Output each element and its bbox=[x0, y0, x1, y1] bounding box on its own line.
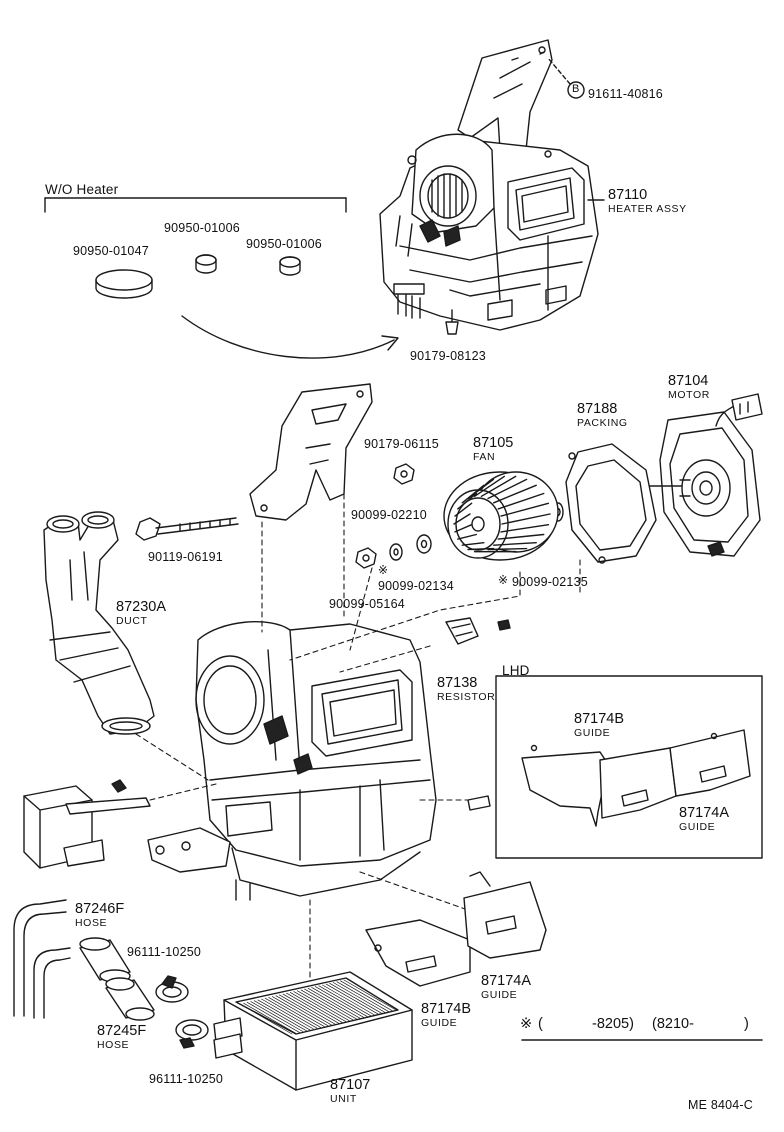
footer-code: ME 8404-C bbox=[688, 1098, 754, 1112]
star-symbol-1: ※ bbox=[378, 563, 389, 577]
part-name-87104: MOTOR bbox=[668, 389, 710, 401]
duct-87230a bbox=[43, 511, 155, 735]
note-to-value: (8210- bbox=[652, 1016, 694, 1032]
part-name-87174b: GUIDE bbox=[421, 1017, 458, 1029]
part-number-87107: 87107 bbox=[330, 1077, 371, 1093]
plug-small-2 bbox=[279, 256, 301, 276]
part-number-90119-06191: 90119-06191 bbox=[148, 550, 223, 564]
part-number-90099-02134: 90099-02134 bbox=[378, 579, 454, 593]
b-symbol-label: B bbox=[572, 83, 580, 95]
main-unit-illustration bbox=[147, 621, 437, 901]
star-symbol-2: ※ bbox=[498, 573, 509, 587]
part-number-87245f: 87245F bbox=[97, 1023, 147, 1039]
lower-guides bbox=[365, 871, 547, 987]
part-number-87105: 87105 bbox=[473, 435, 514, 451]
part-number-90099-02135: 90099-02135 bbox=[512, 575, 588, 589]
part-name-87174a: GUIDE bbox=[481, 989, 518, 1001]
b-symbol-circle bbox=[567, 81, 585, 99]
part-name-87110: HEATER ASSY bbox=[608, 203, 687, 215]
grommet-large bbox=[95, 269, 153, 299]
part-name-87174b-lhd: GUIDE bbox=[574, 727, 611, 739]
heater-assy-illustration bbox=[379, 39, 599, 331]
part-number-87110: 87110 bbox=[608, 187, 648, 203]
part-number-87174b-lhd: 87174B bbox=[574, 711, 624, 727]
packing-87188 bbox=[565, 443, 657, 564]
note-close-paren: ) bbox=[744, 1016, 749, 1032]
pipe-lines bbox=[13, 899, 71, 1019]
bolt-90179-08123 bbox=[445, 309, 459, 335]
leader-91611 bbox=[547, 57, 571, 85]
part-number-87230a: 87230A bbox=[116, 599, 166, 615]
wo-heater-bracket bbox=[44, 197, 347, 213]
part-name-87107: UNIT bbox=[330, 1093, 357, 1105]
part-number-90179-08123: 90179-08123 bbox=[410, 349, 486, 363]
note-open-paren: ( bbox=[538, 1016, 543, 1032]
part-number-91611: 91611-40816 bbox=[588, 87, 663, 101]
washer-90099-02210 bbox=[389, 543, 403, 561]
bolt-90119 bbox=[135, 517, 239, 541]
lhd-box bbox=[495, 675, 763, 859]
install-arrow bbox=[181, 315, 395, 359]
install-arrow-head bbox=[381, 335, 399, 351]
heater-core-87107 bbox=[213, 971, 413, 1091]
part-number-90950-c: 90950-01047 bbox=[73, 244, 149, 258]
lhd-title: LHD bbox=[502, 663, 530, 678]
part-number-90950-b: 90950-01006 bbox=[246, 237, 322, 251]
lhd-guides bbox=[521, 729, 751, 827]
part-name-87245f: HOSE bbox=[97, 1039, 130, 1051]
resistor-87138 bbox=[445, 617, 511, 645]
part-name-87105: FAN bbox=[473, 451, 496, 463]
hose-clamp-upper bbox=[155, 975, 189, 1003]
side-cover bbox=[23, 779, 151, 869]
nut-90099-05164 bbox=[355, 547, 377, 569]
part-number-87246f: 87246F bbox=[75, 901, 125, 917]
note-star-symbol: ※ bbox=[520, 1016, 533, 1032]
part-number-90099-02210: 90099-02210 bbox=[351, 508, 427, 522]
part-name-87188: PACKING bbox=[577, 417, 628, 429]
note-from-value: -8205) bbox=[592, 1016, 634, 1032]
part-name-87138: RESISTOR bbox=[437, 691, 496, 703]
motor-87104 bbox=[649, 393, 763, 557]
part-number-87188: 87188 bbox=[577, 401, 618, 417]
part-name-87246f: HOSE bbox=[75, 917, 108, 929]
fan-87105 bbox=[443, 471, 559, 561]
support-bracket bbox=[249, 383, 373, 521]
hose-87246f bbox=[79, 937, 131, 983]
part-name-87230a: DUCT bbox=[116, 615, 148, 627]
hose-87245f bbox=[105, 977, 155, 1021]
part-number-90950-a: 90950-01006 bbox=[164, 221, 240, 235]
part-number-90099-05164: 90099-05164 bbox=[329, 597, 405, 611]
part-number-96111-upper: 96111-10250 bbox=[127, 945, 202, 959]
part-number-87104: 87104 bbox=[668, 373, 709, 389]
wo-heater-title: W/O Heater bbox=[45, 182, 119, 197]
dashed-leaders bbox=[135, 493, 581, 981]
part-number-96111-lower: 96111-10250 bbox=[149, 1072, 224, 1086]
hose-clamp-lower bbox=[175, 1019, 209, 1049]
washer-90099-02134 bbox=[416, 534, 432, 554]
part-number-87174b: 87174B bbox=[421, 1001, 471, 1017]
clip bbox=[467, 795, 491, 811]
plug-small-1 bbox=[195, 254, 217, 274]
part-number-87174a-lhd: 87174A bbox=[679, 805, 729, 821]
part-number-90179-06115: 90179-06115 bbox=[364, 437, 439, 451]
nut-90179-06115 bbox=[393, 463, 415, 485]
part-number-87138: 87138 bbox=[437, 675, 478, 691]
part-name-87174a-lhd: GUIDE bbox=[679, 821, 716, 833]
part-number-87174a: 87174A bbox=[481, 973, 531, 989]
